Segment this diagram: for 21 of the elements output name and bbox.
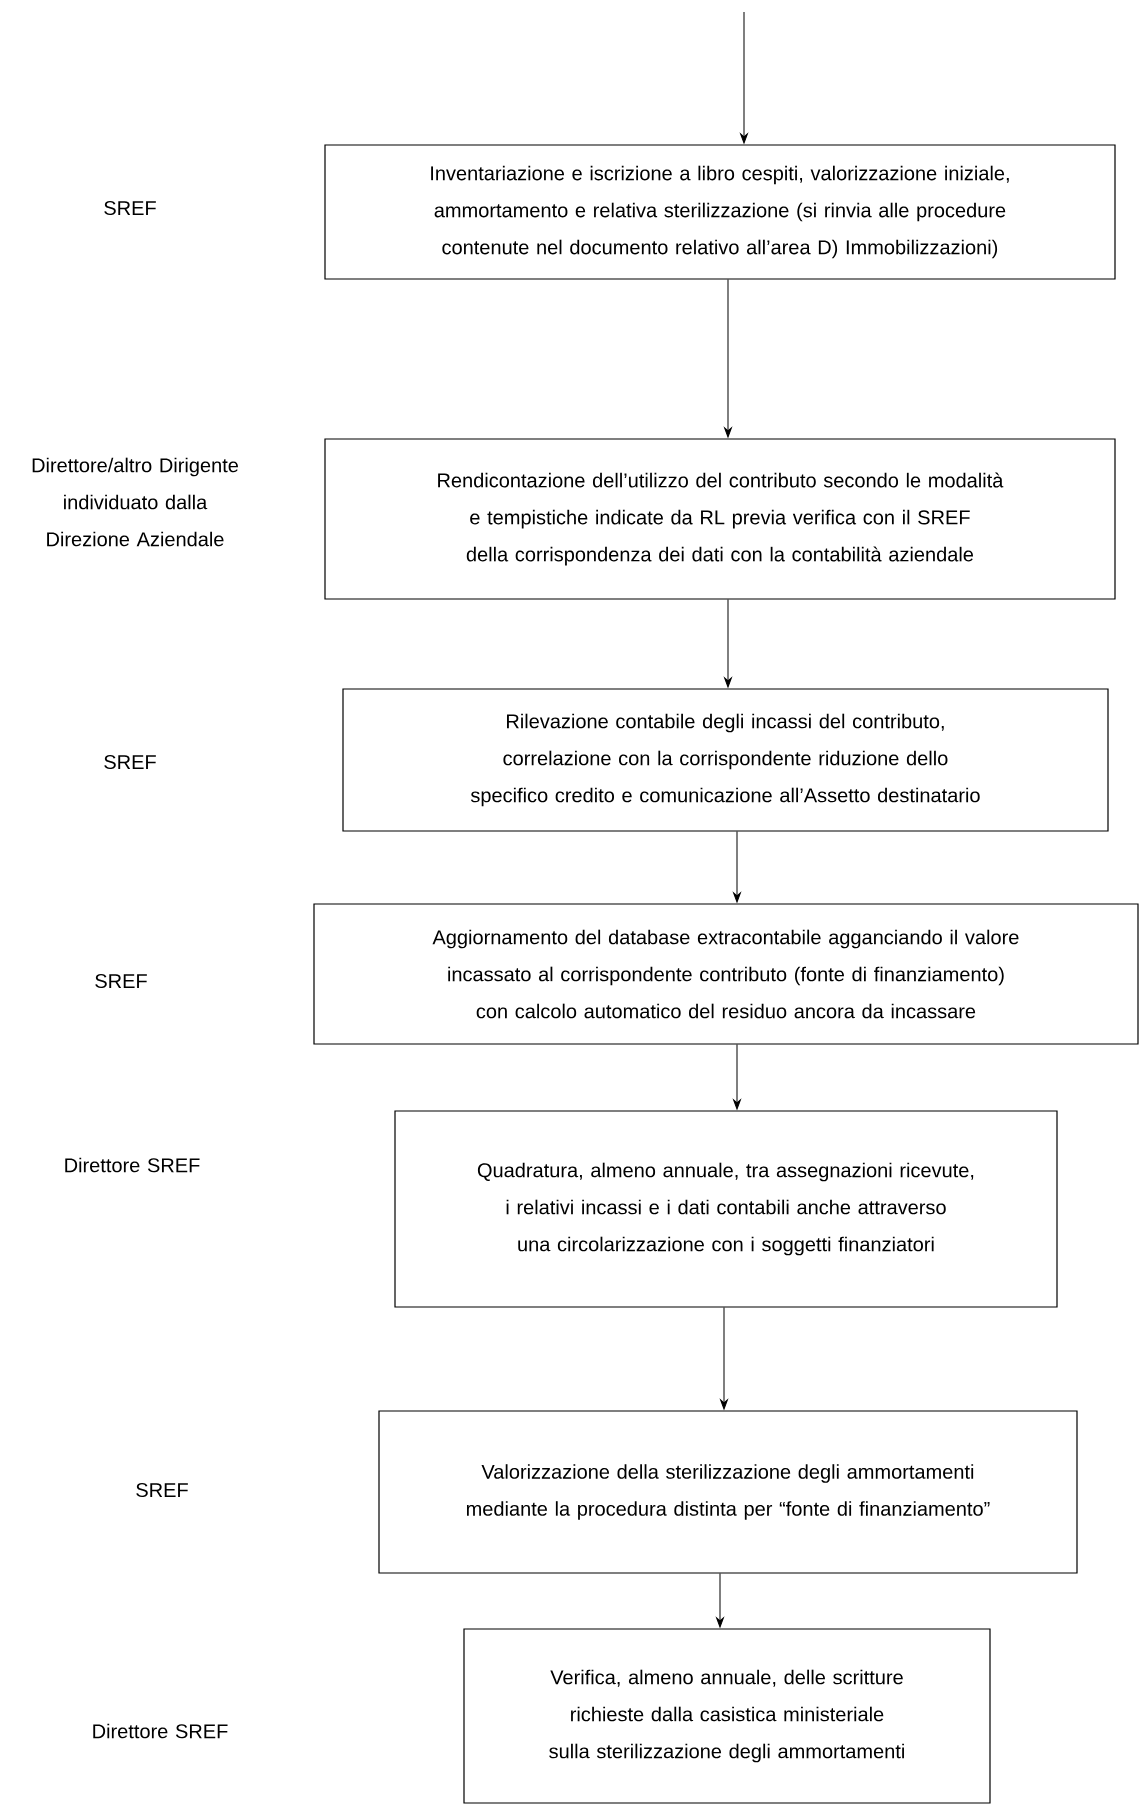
role-label: Direttore SREF xyxy=(93,1723,228,1739)
arrow xyxy=(724,599,732,688)
arrow xyxy=(733,1044,741,1110)
arrow xyxy=(720,1307,728,1410)
process-box: Verifica, almeno annuale, delle scritture richieste dalla casistica ministeriale sulla sterilizzazione degli ammortamenti xyxy=(463,1628,991,1804)
arrow xyxy=(724,279,732,438)
process-box: Rilevazione contabile degli incassi del contributo, correlazione con la corrispondente riduzione dello specifico credito e comunicazione all’Assetto destinatario xyxy=(342,688,1109,832)
process-box: Inventariazione e iscrizione a libro cespiti, valorizzazione iniziale, ammortamento e relativa sterilizzazione (si rinvia alle procedure contenute nel documento relativo all’area D) Immobilizzazioni) xyxy=(324,144,1116,280)
role-label: Direttore SREF xyxy=(65,1157,200,1173)
process-box: Aggiornamento del database extracontabile agganciando il valore incassato al corrispondente contributo (fonte di finanziamento) con calcolo automatico del residuo ancora da incassare xyxy=(313,903,1139,1045)
process-box: Valorizzazione della sterilizzazione degli ammortamenti mediante la procedura distinta per “fonte di finanziamento” xyxy=(378,1410,1078,1574)
role-label: Direttore/altro Dirigente individuato dalla Direzione Aziendale xyxy=(32,457,238,547)
process-box: Quadratura, almeno annuale, tra assegnazioni ricevute, i relativi incassi e i dati contabili anche attraverso una circolarizzazione con i soggetti finanziatori xyxy=(394,1110,1058,1308)
process-box: Rendicontazione dell’utilizzo del contributo secondo le modalità e tempistiche indicate da RL previa verifica con il SREF della corrispondenza dei dati con la contabilità aziendale xyxy=(324,438,1116,600)
arrow xyxy=(716,1573,724,1628)
role-label: SREF xyxy=(136,1482,188,1498)
arrow xyxy=(733,831,741,903)
role-label: SREF xyxy=(95,973,147,989)
role-label: SREF xyxy=(104,754,156,770)
arrow xyxy=(740,11,748,144)
role-label: SREF xyxy=(104,200,156,216)
